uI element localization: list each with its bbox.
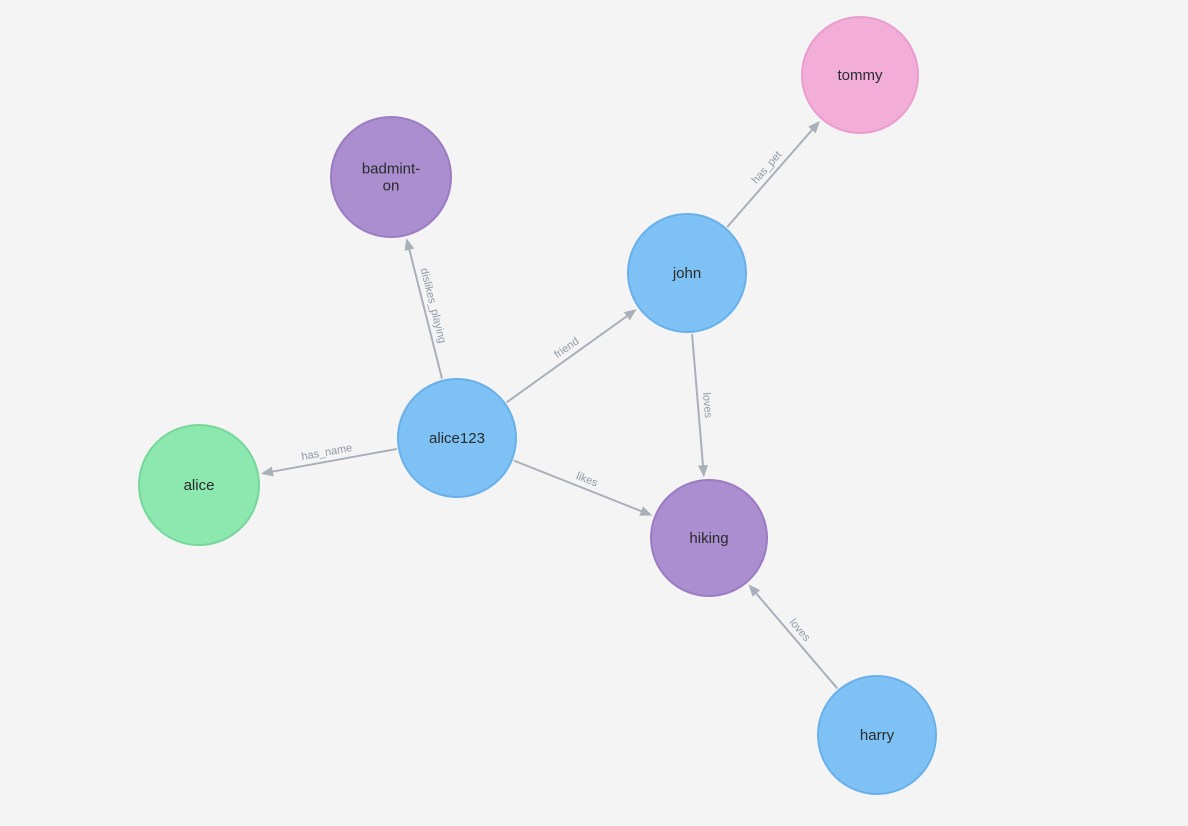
node-circle[interactable] bbox=[801, 16, 919, 134]
node-label: alice bbox=[184, 477, 215, 494]
edge-arrowhead-icon bbox=[623, 309, 637, 321]
graph-node-alice123[interactable]: alice123 bbox=[397, 378, 517, 498]
edge-line bbox=[513, 459, 643, 513]
graph-edge-john-loves-hiking[interactable]: loves bbox=[691, 333, 714, 478]
graph-edge-alice123-has_name-alice[interactable]: has_name bbox=[260, 442, 398, 477]
edge-label: loves bbox=[787, 617, 813, 645]
edge-line bbox=[408, 248, 443, 379]
node-circle[interactable] bbox=[817, 675, 937, 795]
edge-line bbox=[755, 592, 838, 689]
node-label: tommy bbox=[838, 67, 884, 84]
graph-edge-alice123-friend-john[interactable]: friend bbox=[506, 309, 637, 403]
graph-edge-harry-loves-hiking[interactable]: loves bbox=[748, 584, 838, 689]
node-circle[interactable] bbox=[627, 213, 747, 333]
edge-arrowhead-icon bbox=[260, 466, 274, 477]
graph-edge-alice123-likes-hiking[interactable]: likes bbox=[513, 459, 653, 516]
edge-arrowhead-icon bbox=[808, 120, 820, 134]
node-label: badmint-on bbox=[362, 161, 420, 195]
edge-line bbox=[726, 128, 813, 228]
edge-arrowhead-icon bbox=[639, 506, 653, 516]
edge-label: has_name bbox=[301, 442, 354, 463]
node-label: harry bbox=[860, 727, 895, 744]
node-label: john bbox=[672, 265, 701, 282]
graph-edge-alice123-dislikes_playing-badminton[interactable]: dislikes_playing bbox=[404, 238, 449, 379]
edge-label: friend bbox=[552, 335, 581, 361]
edge-arrowhead-icon bbox=[404, 238, 415, 251]
graph-node-alice[interactable]: alice bbox=[138, 424, 260, 546]
edge-line bbox=[271, 448, 398, 473]
edge-line bbox=[506, 315, 628, 403]
node-label: alice123 bbox=[429, 430, 485, 447]
graph-node-hiking[interactable]: hiking bbox=[650, 479, 768, 597]
edge-arrowhead-icon bbox=[748, 584, 761, 597]
graph-node-badminton[interactable]: badmint-on bbox=[330, 116, 452, 238]
graph-edge-john-has_pet-tommy[interactable]: has_pet bbox=[726, 120, 820, 228]
graph-node-tommy[interactable]: tommy bbox=[801, 16, 919, 134]
edge-arrowhead-icon bbox=[697, 464, 708, 478]
edge-label: dislikes_playing bbox=[418, 267, 449, 345]
node-circle[interactable] bbox=[650, 479, 768, 597]
graph-node-harry[interactable]: harry bbox=[817, 675, 937, 795]
edge-label: loves bbox=[700, 392, 714, 419]
node-circle[interactable] bbox=[330, 116, 452, 238]
node-circle[interactable] bbox=[138, 424, 260, 546]
node-circle[interactable] bbox=[397, 378, 517, 498]
graph-node-john[interactable]: john bbox=[627, 213, 747, 333]
node-label: hiking bbox=[689, 530, 728, 547]
edge-line bbox=[691, 333, 704, 467]
